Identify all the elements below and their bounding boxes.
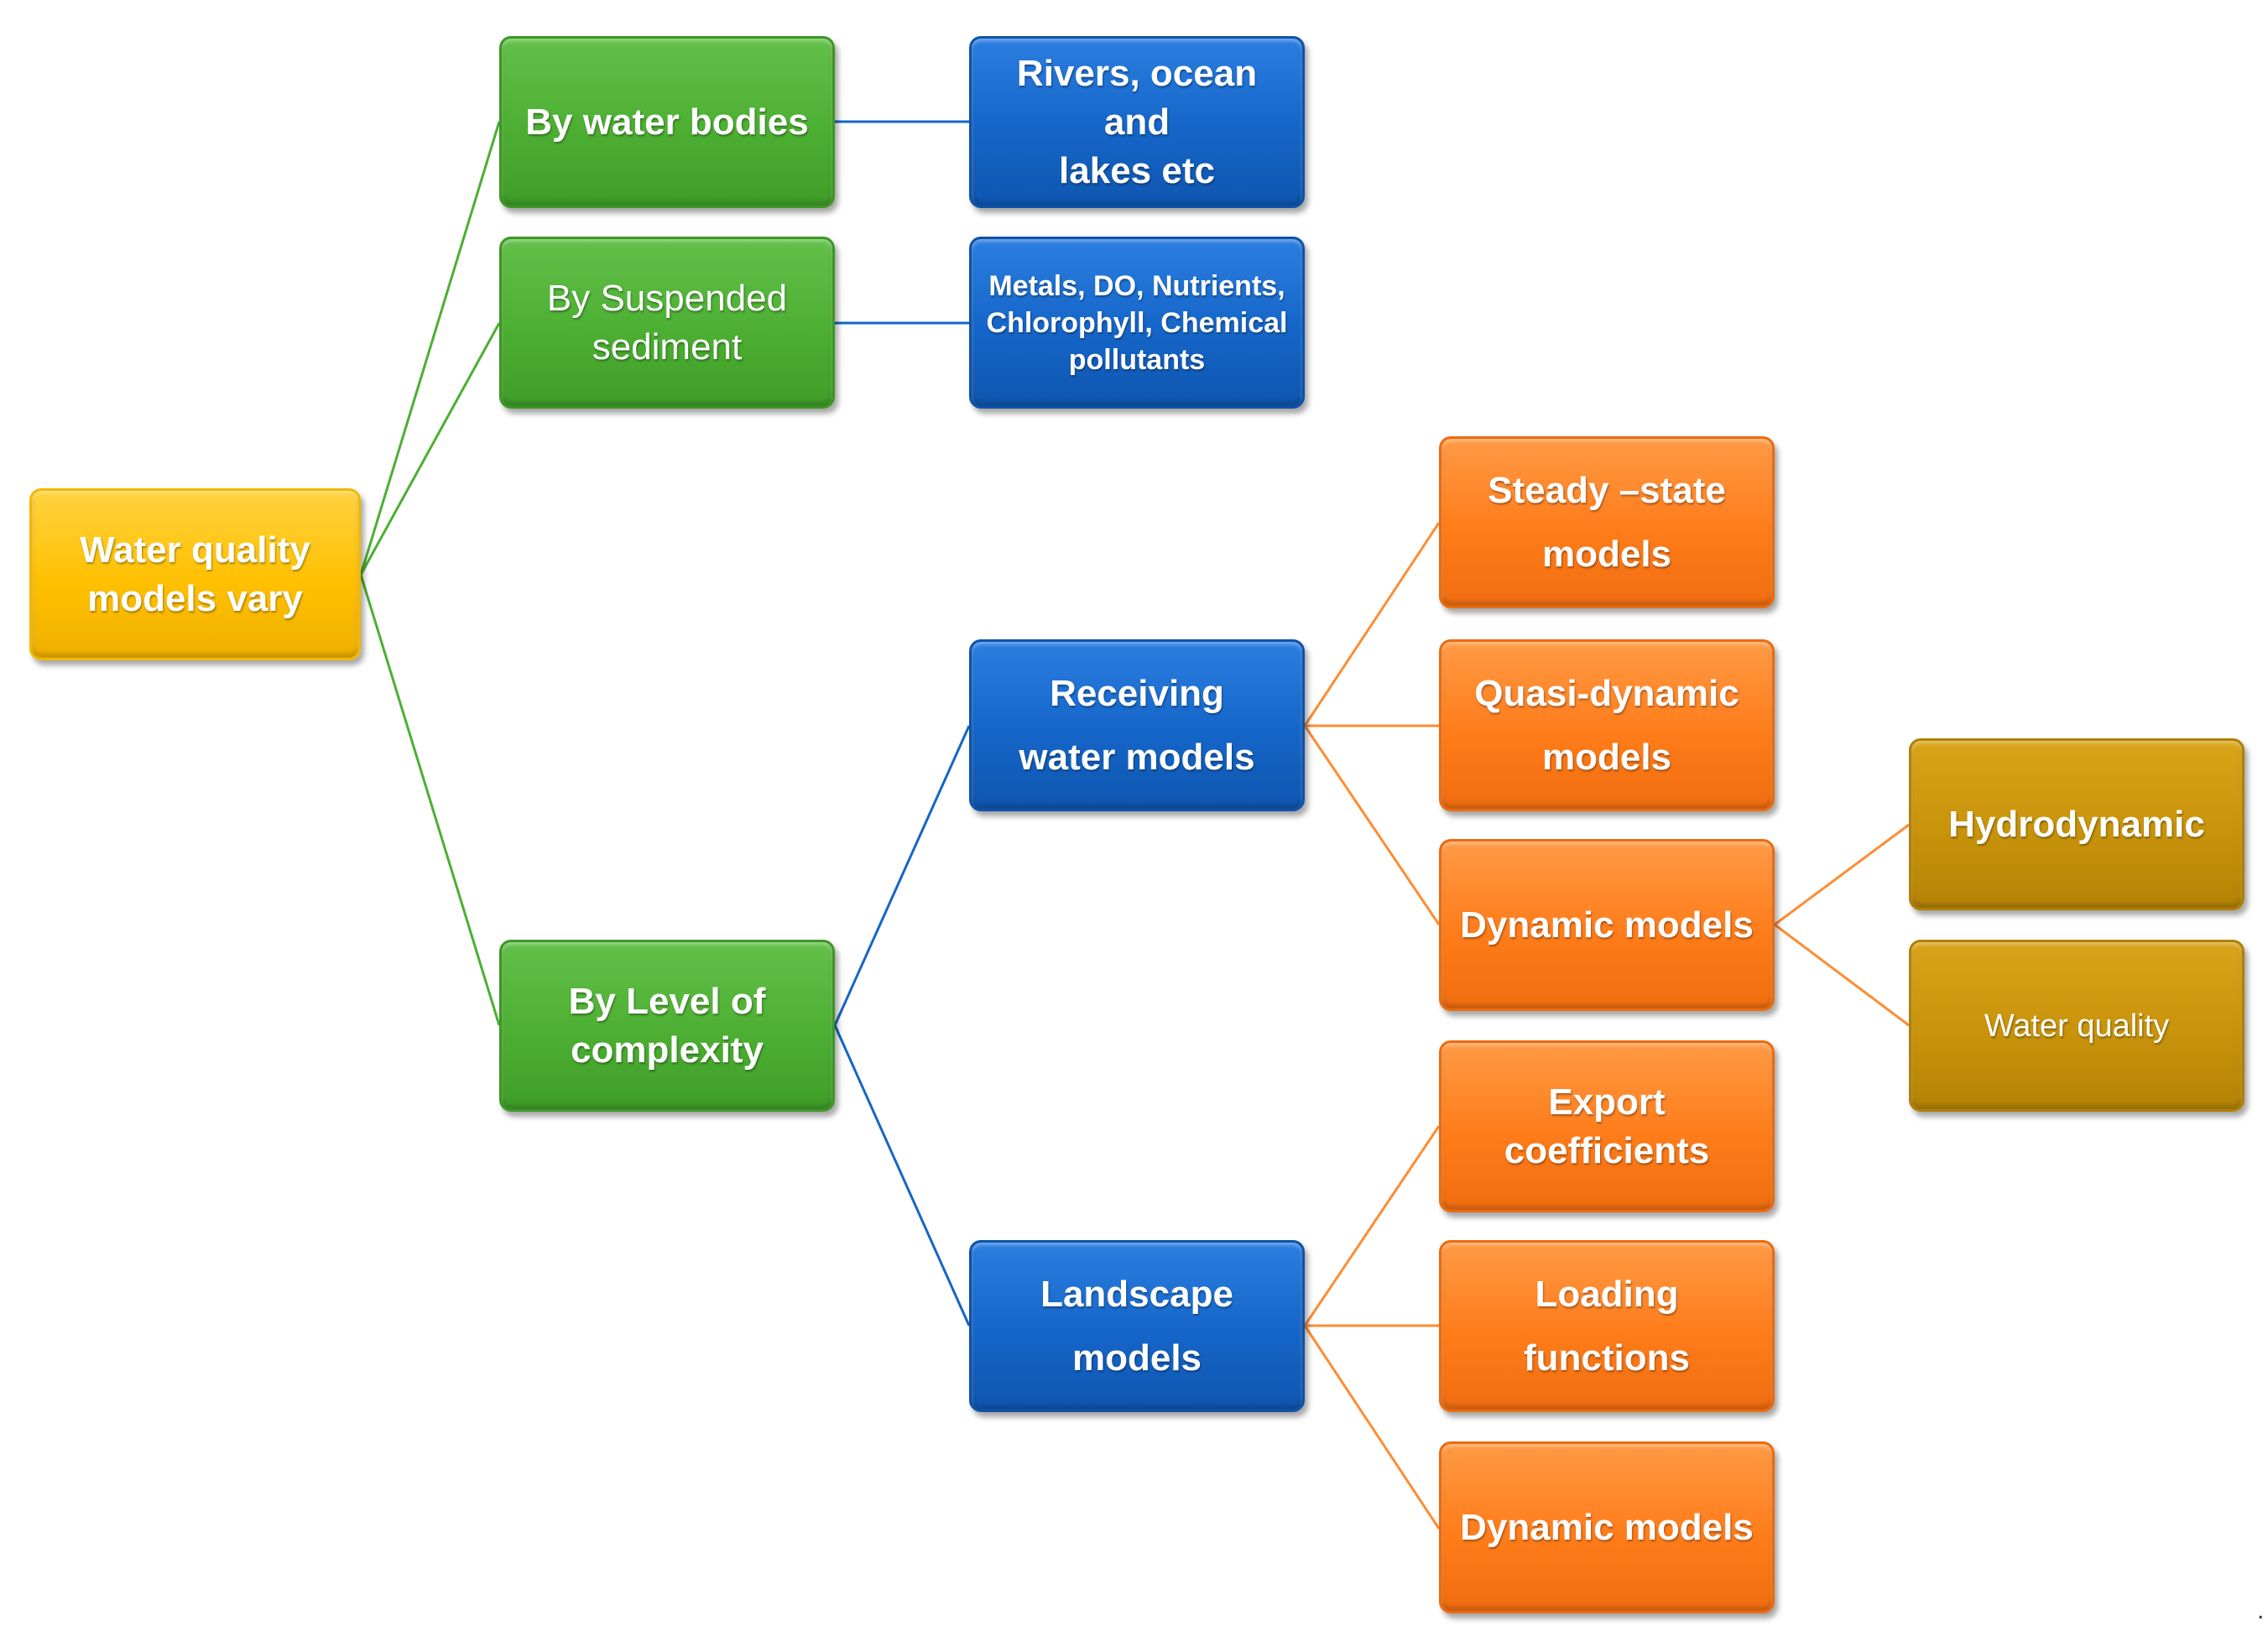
connector-landscape-to-export (1303, 1125, 1441, 1326)
connector-complexity-to-receiving (833, 725, 971, 1026)
node-label: Loading functions (1524, 1273, 1690, 1379)
node-by-suspended-sediment: By Suspended sediment (499, 237, 835, 409)
node-receiving-water-models: Receiving water models (969, 639, 1305, 811)
node-label: Export coefficients (1504, 1081, 1710, 1171)
node-label: Quasi-dynamic models (1474, 672, 1739, 778)
node-label: Receiving water models (1019, 672, 1255, 778)
connector-landscape-to-dynamic (1303, 1325, 1441, 1530)
node-dynamic-models-receiving: Dynamic models (1439, 839, 1775, 1011)
node-loading-functions: Loading functions (1439, 1240, 1775, 1412)
node-water-quality-models-vary: Water quality models vary (29, 488, 361, 660)
connector-root-to-suspended-sediment (359, 322, 501, 576)
node-label: Hydrodynamic (1948, 803, 2205, 845)
node-label: Water quality models vary (80, 529, 310, 619)
node-label: By Suspended sediment (546, 277, 788, 367)
connector-complexity-to-landscape (833, 1024, 971, 1326)
node-quasi-dynamic-models: Quasi-dynamic models (1439, 639, 1775, 811)
connector-dynamic-to-water-quality (1774, 923, 1910, 1027)
node-hydrodynamic: Hydrodynamic (1909, 738, 2245, 910)
node-water-quality: Water quality (1909, 940, 2245, 1112)
node-steady-state-models: Steady –state models (1439, 436, 1775, 608)
connector-dynamic-to-hydrodynamic (1774, 823, 1910, 926)
node-label: Dynamic models (1460, 904, 1754, 946)
node-metals-do-nutrients: Metals, DO, Nutrients, Chlorophyll, Chem… (969, 237, 1305, 409)
node-dynamic-models-landscape: Dynamic models (1439, 1441, 1775, 1613)
connector-receiving-to-dynamic (1303, 725, 1441, 925)
node-label: By Level of complexity (568, 980, 766, 1071)
node-landscape-models: Landscape models (969, 1240, 1305, 1412)
connector-root-to-level-of-complexity (359, 574, 501, 1026)
node-label: Steady –state models (1488, 469, 1726, 575)
node-label: By water bodies (525, 101, 809, 143)
node-rivers-ocean-lakes: Rivers, ocean and lakes etc (969, 36, 1305, 208)
node-export-coefficients: Export coefficients (1439, 1040, 1775, 1212)
node-label: Water quality (1984, 1008, 2170, 1044)
trailing-mark: . (2257, 1597, 2265, 1624)
node-label: Metals, DO, Nutrients, Chlorophyll, Chem… (986, 269, 1288, 376)
connector-receiving-to-steady-state (1303, 522, 1441, 727)
node-by-water-bodies: By water bodies (499, 36, 835, 208)
node-label: Rivers, ocean and lakes etc (1016, 52, 1258, 191)
node-by-level-of-complexity: By Level of complexity (499, 940, 835, 1112)
node-label: Dynamic models (1460, 1506, 1754, 1548)
node-label: Landscape models (1040, 1273, 1233, 1379)
connector-root-to-water-bodies (359, 121, 501, 576)
